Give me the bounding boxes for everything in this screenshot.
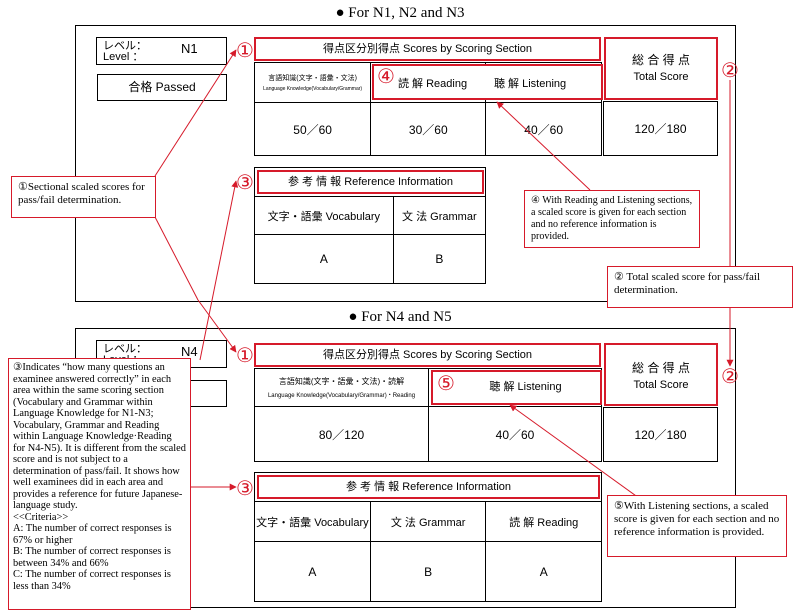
ref-vocabulary-grade: A: [254, 234, 394, 284]
ref-vocabulary: 文字・語彙 Vocabulary: [254, 501, 371, 542]
col-lk-jp: 言語知識(文字・語彙・文法)・読解: [278, 377, 405, 386]
callout-3: ③Indicates “how many questions an examin…: [8, 358, 191, 610]
criteria-a: A: The number of correct responses is 67…: [13, 523, 172, 546]
score-card-n1-n3: [75, 25, 736, 302]
level-box: レベル： Level ： N1: [96, 37, 227, 65]
score-language-knowledge-reading: 80／120: [253, 406, 430, 462]
bullet-icon: ●: [335, 5, 345, 21]
score-listening: 40／60: [428, 406, 602, 462]
reference-header: 参 考 情 報 Reference Information: [257, 475, 600, 499]
marker-3-icon: ③: [236, 476, 254, 500]
score-total: 120／180: [603, 101, 718, 156]
ref-grammar-grade: B: [392, 234, 487, 284]
col-lk-jp: 言語知識(文字・語彙・文法): [268, 75, 357, 82]
marker-1-icon: ①: [236, 38, 254, 62]
reading-listening-highlight: [372, 64, 603, 100]
total-score-header: 総 合 得 点 Total Score: [604, 37, 718, 100]
level-value: N1: [181, 41, 198, 56]
ref-reading: 読 解 Reading: [485, 501, 602, 542]
marker-2-icon: ②: [721, 58, 739, 82]
total-jp: 総 合 得 点: [631, 53, 690, 67]
marker-5-icon: ⑤: [437, 371, 455, 395]
bullet-icon: ●: [348, 309, 358, 325]
level-label-jp: レベル：: [103, 40, 147, 52]
scores-header: 得点区分別得点 Scores by Scoring Section: [254, 343, 601, 367]
result-badge: 合格 Passed: [97, 74, 227, 101]
col-lk-en: Language Knowledge(Vocabulary/Grammar)・R…: [267, 393, 416, 399]
ref-grammar: 文 法 Grammar: [392, 196, 487, 235]
section-title-text: For N1, N2 and N3: [348, 5, 465, 21]
reference-header: 参 考 情 報 Reference Information: [257, 170, 484, 194]
section-title-n1-n3: ● For N1, N2 and N3: [0, 5, 800, 22]
ref-vocabulary: 文字・語彙 Vocabulary: [254, 196, 394, 235]
total-en: Total Score: [633, 71, 689, 83]
score-reading: 30／60: [370, 102, 487, 156]
col-reading-label: 読 解 Reading: [398, 78, 468, 90]
total-en: Total Score: [633, 379, 689, 391]
ref-grammar: 文 法 Grammar: [369, 501, 487, 542]
ref-vocabulary-grade: A: [254, 541, 371, 602]
criteria-c: C: The number of correct responses is le…: [13, 569, 171, 592]
reference-table: 文字・語彙 Vocabulary 文 法 Grammar 読 解 Reading…: [254, 501, 602, 602]
marker-2-icon: ②: [721, 364, 739, 388]
col-language-knowledge-reading: 言語知識(文字・語彙・文法)・読解 Language Knowledge(Voc…: [253, 368, 430, 407]
criteria-b: B: The number of correct responses is be…: [13, 546, 171, 569]
reference-table: 文字・語彙 Vocabulary 文 法 Grammar A B: [254, 196, 487, 284]
marker-1-icon: ①: [236, 343, 254, 367]
level-label-en: Level ：: [103, 51, 144, 63]
col-lk-en: Language Knowledge(Vocabulary/Grammar): [263, 86, 363, 92]
criteria-title: <<Criteria>>: [13, 511, 69, 523]
section-title-text: For N4 and N5: [361, 309, 452, 325]
section-title-n4-n5: ● For N4 and N5: [0, 309, 800, 326]
scores-header: 得点区分別得点 Scores by Scoring Section: [254, 37, 601, 61]
score-listening: 40／60: [485, 102, 602, 156]
callout-4: ④ With Reading and Listening sections, a…: [524, 190, 700, 248]
score-total: 120／180: [603, 407, 718, 462]
ref-reading-grade: A: [485, 541, 602, 602]
callout-2: ② Total scaled score for pass/fail deter…: [607, 266, 793, 308]
callout-5: ⑤With Listening sections, a scaled score…: [607, 495, 787, 557]
level-label-jp: レベル：: [103, 343, 147, 355]
listening-highlight: 聴 解 Listening: [431, 370, 602, 405]
ref-grammar-grade: B: [369, 541, 487, 602]
marker-4-icon: ④: [377, 64, 395, 88]
total-jp: 総 合 得 点: [631, 361, 690, 375]
score-language-knowledge: 50／60: [253, 102, 372, 156]
callout-1: ①Sectional scaled scores for pass/fail d…: [11, 176, 156, 218]
col-listening-label: 聴 解 Listening: [494, 78, 567, 90]
marker-3-icon: ③: [236, 170, 254, 194]
col-language-knowledge: 言語知識(文字・語彙・文法) Language Knowledge(Vocabu…: [253, 62, 372, 103]
callout-3-text: ③Indicates “how many questions an examin…: [13, 362, 186, 511]
level-value: N4: [181, 344, 198, 359]
total-score-header: 総 合 得 点 Total Score: [604, 343, 718, 406]
